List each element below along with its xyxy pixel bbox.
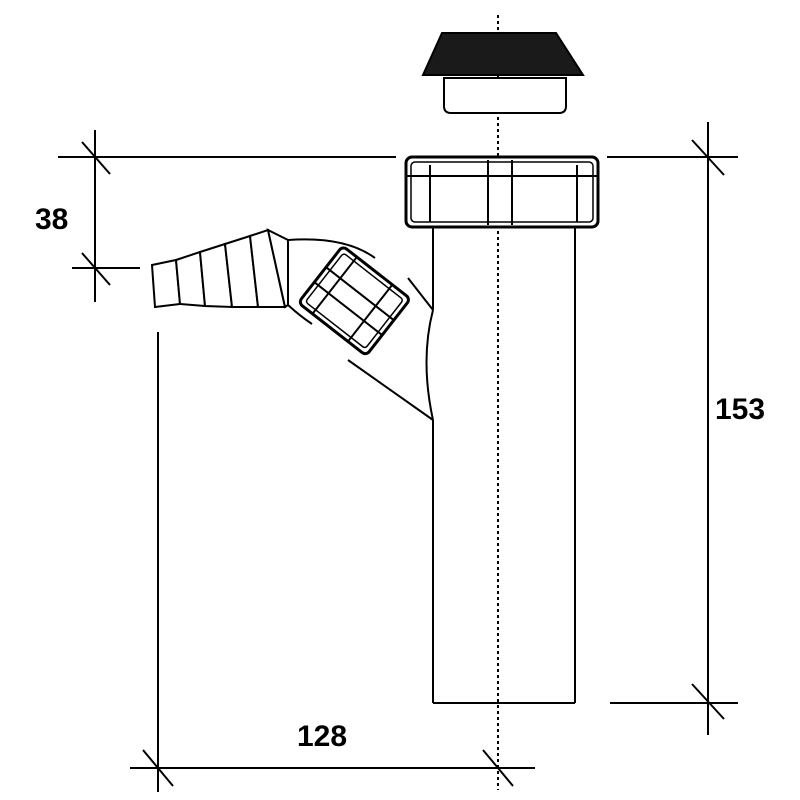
dimension-height-right: 153 [607, 122, 765, 735]
branch-body [287, 238, 434, 421]
dimension-width-bottom: 128 [130, 332, 535, 792]
top-cap [421, 32, 585, 114]
dimension-label-38: 38 [35, 203, 68, 236]
cap-top-dark [421, 32, 585, 76]
main-nut [404, 155, 600, 229]
main-pipe [432, 228, 576, 704]
dimension-label-153: 153 [715, 393, 765, 426]
hose-tail [150, 228, 289, 309]
cap-plug [443, 77, 567, 114]
branch-nut [298, 246, 410, 356]
dimension-label-128: 128 [297, 720, 347, 753]
dimension-height-left: 38 [35, 130, 396, 302]
